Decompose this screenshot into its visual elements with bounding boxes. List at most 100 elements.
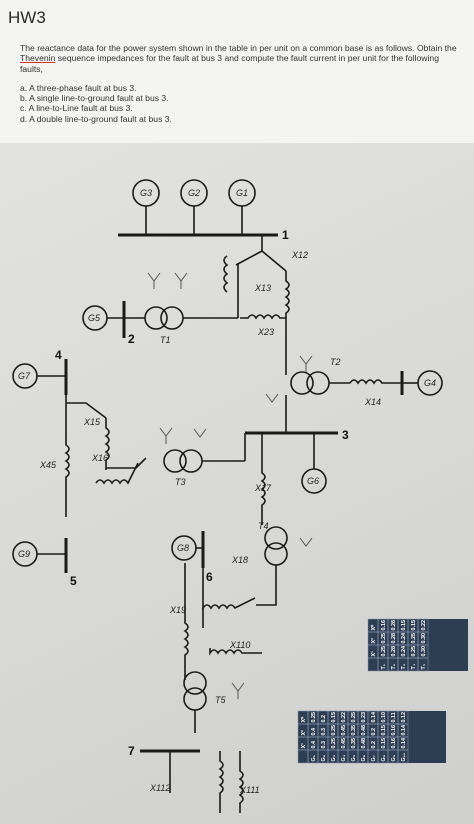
label-g5: G5 <box>88 313 101 323</box>
generator-table-cell: 0.11 <box>391 712 397 722</box>
generator-table-cell: G₁₀ <box>401 752 407 761</box>
generator-table-cell: 0.16 <box>391 738 397 749</box>
label-x15: X15 <box>83 417 101 427</box>
problem-statement: The reactance data for the power system … <box>20 43 460 74</box>
generator-table-cell: 0.25 <box>311 712 317 723</box>
transformer-table-header-cell: X² <box>371 638 377 644</box>
generator-table-cell: 0.3 <box>321 741 327 749</box>
fault-item-b: b. A single line-to-ground fault at bus … <box>20 93 169 104</box>
thevenin-word: Thevenin <box>20 53 56 64</box>
generator-table-cell: 0.35 <box>351 738 357 749</box>
label-g1: G1 <box>236 188 248 198</box>
statement-part-2: sequence impedances for the fault at bus… <box>20 53 439 74</box>
generator-table-cell: 0.15 <box>381 725 387 736</box>
transformer-table-cell: 0.25 <box>411 646 417 657</box>
generator-table-cell: G₃ <box>331 754 337 761</box>
transformer-table-header-cell: X¹ <box>371 651 377 657</box>
label-x16: X16 <box>91 453 108 463</box>
transformer-table-cell: 0.25 <box>381 633 387 644</box>
transformer-table-header-cell: X⁰ <box>371 625 377 631</box>
generator-table-header-cell: X² <box>301 730 307 736</box>
transformer-table-cell: 0.25 <box>411 633 417 644</box>
generator-table-cell: 0.2 <box>371 728 377 736</box>
generator-table-cell: 0.22 <box>341 712 347 723</box>
label-g2: G2 <box>188 188 200 198</box>
generator-table-cell-border <box>397 710 409 725</box>
generator-reactance-table: X¹X²X⁰G₁0.40.40.25G₂0.30.30.2G₃0.250.250… <box>297 710 446 764</box>
generator-table-cell: 0.25 <box>331 725 337 736</box>
label-g8: G8 <box>177 543 189 553</box>
transformer-table-cell: T₁ <box>381 663 387 669</box>
transformer-table-cell: T₄ <box>411 663 417 669</box>
label-g4: G4 <box>424 378 436 388</box>
generator-table-cell: 0.14 <box>401 738 407 749</box>
label-x13: X13 <box>254 283 271 293</box>
generator-table-cell: 0.4 <box>311 728 317 736</box>
statement-part-1: The reactance data for the power system … <box>20 43 457 53</box>
transformer-table-cell: T₅ <box>421 663 427 669</box>
generator-table-cell: G₈ <box>381 754 387 761</box>
transformer-table-cell: 0.30 <box>421 646 427 657</box>
label-x110: X110 <box>229 640 250 650</box>
generator-table-cell: 0.45 <box>341 725 347 736</box>
transformer-table-cell: 0.24 <box>401 646 407 657</box>
homework-title: HW3 <box>8 8 46 27</box>
generator-table-cell: 0.2 <box>321 715 327 723</box>
label-bus-3: 3 <box>342 428 349 442</box>
transformer-table-cell-border <box>417 618 429 633</box>
label-g6: G6 <box>307 476 319 486</box>
generator-table-cell: 0.25 <box>331 738 337 749</box>
generator-table-cell: G₅ <box>351 754 357 761</box>
label-x19: X19 <box>169 605 186 615</box>
generator-table-cell: 0.35 <box>351 725 357 736</box>
generator-table-cell: 0.48 <box>361 725 367 736</box>
label-t4: T4 <box>258 521 269 531</box>
generator-table-cell: 0.48 <box>361 738 367 749</box>
transformer-table-cell: 0.15 <box>411 620 417 631</box>
generator-table-cell: G₁ <box>311 754 317 761</box>
generator-table-cell: 0.14 <box>401 725 407 736</box>
generator-table-cell: 0.15 <box>331 712 337 723</box>
label-x17: X17 <box>254 483 272 493</box>
generator-table-cell: 0.14 <box>371 712 377 723</box>
label-bus-7: 7 <box>128 744 135 758</box>
label-x18: X18 <box>231 555 248 565</box>
label-bus-4: 4 <box>55 348 62 362</box>
fault-item-c: c. A line-to-Line fault at bus 3. <box>20 103 133 114</box>
document-header: HW3 The reactance data for the power sys… <box>0 0 474 143</box>
label-g9: G9 <box>18 549 30 559</box>
generator-table-cell: 0.15 <box>381 738 387 749</box>
label-x111: X111 <box>239 785 260 795</box>
transformer-reactance-table: X¹X²X⁰T₁0.250.250.16T₂0.280.280.28T₃0.24… <box>367 618 468 672</box>
generator-table-cell: 0.16 <box>391 725 397 736</box>
power-system-diagram: G3 G2 G1 G5 G4 G6 G7 G8 G9 1 2 3 4 5 6 7… <box>12 179 468 813</box>
generator-table-cell: 0.23 <box>361 712 367 723</box>
transformer-table-cell: 0.16 <box>381 620 387 631</box>
label-x23: X23 <box>257 327 274 337</box>
generator-table-cell: 0.12 <box>401 712 407 723</box>
transformer-table-cell: 0.15 <box>401 620 407 631</box>
generator-table-cell: 0.10 <box>381 712 387 723</box>
label-t3: T3 <box>175 477 186 487</box>
fault-list: a. A three-phase fault at bus 3. b. A si… <box>20 83 172 124</box>
transformer-table-cell: T₃ <box>401 663 407 669</box>
transformer-table-cell: T₂ <box>391 663 397 669</box>
generator-table-cell: 0.4 <box>311 741 317 749</box>
generator-table-cell: G₉ <box>391 754 397 761</box>
transformer-table-cell: 0.28 <box>391 633 397 644</box>
label-x12: X12 <box>291 250 308 260</box>
label-bus-1: 1 <box>282 228 289 242</box>
label-t2: T2 <box>330 357 341 367</box>
label-x45: X45 <box>39 460 57 470</box>
transformer-table-cell: 0.28 <box>391 646 397 657</box>
fault-item-a: a. A three-phase fault at bus 3. <box>20 83 137 93</box>
label-x112: X112 <box>149 783 170 793</box>
label-bus-6: 6 <box>206 570 213 584</box>
circuit-photo: G3 G2 G1 G5 G4 G6 G7 G8 G9 1 2 3 4 5 6 7… <box>0 143 474 824</box>
generator-table-cell: G₇ <box>371 755 377 761</box>
generator-table-header-cell: X⁰ <box>301 717 307 723</box>
label-g3: G3 <box>140 188 152 198</box>
fault-item-d: d. A double line-to-ground fault at bus … <box>20 113 172 124</box>
generator-table-cell: 0.45 <box>341 738 347 749</box>
generator-table-header-cell: X¹ <box>301 743 307 749</box>
